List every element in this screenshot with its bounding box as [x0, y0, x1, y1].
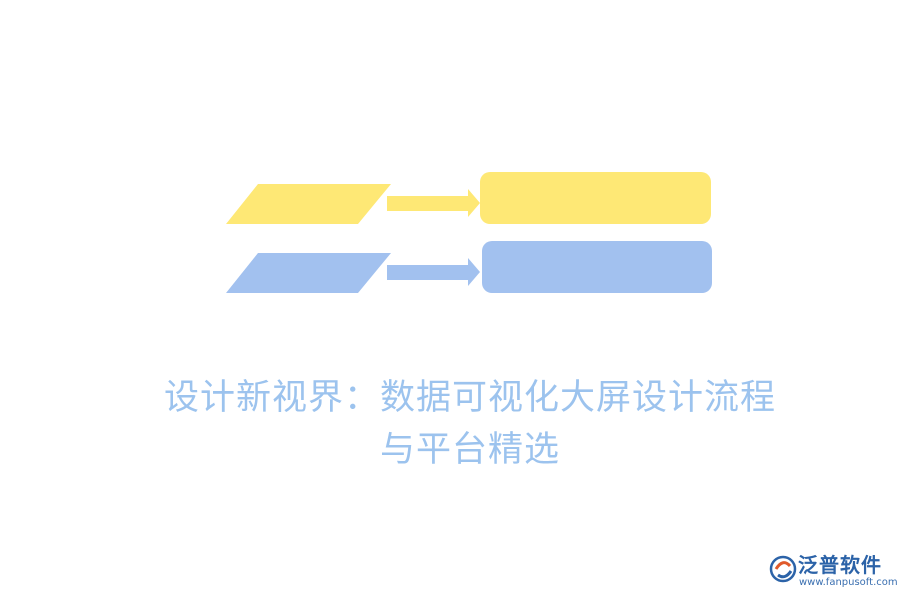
- fanpu-logo-icon: [769, 555, 797, 583]
- yellow-box: [480, 172, 711, 224]
- blue-parallelogram: [226, 253, 391, 293]
- title-line-2: 与平台精选: [379, 430, 560, 470]
- yellow-arrow: [387, 189, 480, 217]
- page-title: 设计新视界：数据可视化大屏设计流程 与平台精选: [100, 372, 840, 476]
- yellow-parallelogram: [226, 184, 391, 224]
- title-line-1: 设计新视界：数据可视化大屏设计流程: [163, 378, 776, 418]
- logo-url: www.fanpusoft.com: [799, 577, 898, 588]
- brand-logo: 泛普软件 www.fanpusoft.com: [768, 552, 898, 592]
- blue-arrow: [387, 258, 480, 286]
- logo-name: 泛普软件: [798, 553, 882, 577]
- blue-box: [482, 241, 712, 293]
